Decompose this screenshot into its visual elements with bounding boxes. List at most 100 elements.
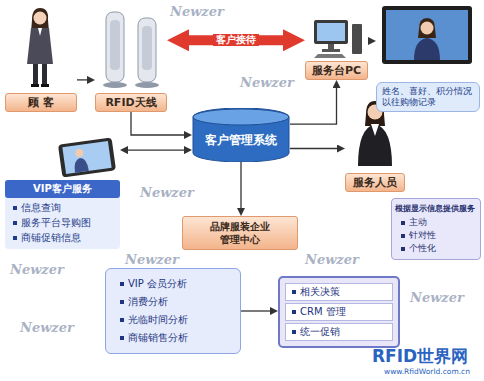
connector [77, 79, 87, 80]
stand [328, 44, 334, 49]
bullet-block: 商铺销售分析 [114, 329, 232, 347]
node-text: 品牌服装企业管理中心 [210, 221, 270, 245]
shirt [38, 28, 42, 36]
bullet-mark [401, 234, 405, 238]
node-text: RFID天线 [105, 96, 156, 109]
watermark: Newzer [410, 290, 464, 305]
ritem-block: CRM 管理 [285, 303, 393, 321]
bullet-mark [292, 330, 296, 334]
bubble-block: 姓名、喜好、积分情况以往购物记录 [376, 82, 480, 112]
bullet-block: 光临时间分析 [114, 311, 232, 329]
node-text: 商铺促销信息 [21, 230, 81, 245]
bullet-mark [292, 310, 296, 314]
bullet-mark [120, 300, 124, 304]
staff-node: 服务人员 [345, 98, 405, 192]
watermark: Newzer [170, 4, 224, 19]
connector [240, 162, 241, 208]
screen [317, 23, 345, 41]
presenter-body [414, 38, 440, 60]
antenna-inner [142, 26, 152, 70]
bullet-block: 个性化 [395, 242, 477, 255]
result-box: 相关决策 CRM 管理统一促销 [278, 276, 400, 348]
connector [290, 148, 337, 149]
head-block: 根据显示信息提供服务 [395, 203, 477, 214]
node-text: 个性化 [409, 242, 436, 255]
tower [352, 24, 362, 54]
watermark: Newzer [10, 262, 64, 277]
node-text: 服务平台导购图 [21, 215, 91, 230]
tv-screen [382, 6, 472, 64]
antenna-base [135, 82, 159, 88]
suit [358, 124, 392, 166]
ritem-block: 统一促销 [285, 323, 393, 341]
leg [42, 64, 47, 84]
logo-text: RFID世界网 [372, 346, 468, 366]
connector [131, 112, 184, 135]
node-text: 商铺销售分析 [128, 329, 188, 347]
bar-block: 服务台PC [305, 61, 368, 80]
node-text: 消费分析 [128, 293, 168, 311]
edge-label: 客户接待 [213, 34, 259, 46]
bullet-block: VIP 会员分析 [114, 275, 232, 293]
connector [290, 88, 337, 124]
cylinder-top [193, 109, 289, 125]
antenna-panel [138, 18, 156, 82]
node-text: 客户管理系统 [205, 133, 277, 147]
node-text: 姓名、喜好、积分情况以往购物记录 [382, 86, 472, 107]
head [34, 12, 47, 25]
bullet-mark [13, 221, 17, 225]
cbar-block: 品牌服装企业管理中心 [182, 216, 298, 250]
bar-block: RFID天线 [95, 93, 167, 112]
antenna-panel [106, 12, 124, 82]
node-text: VIP客户服务 [33, 183, 92, 194]
node-text: 服务人员 [353, 176, 397, 189]
bullet-block: 商铺促销信息 [5, 230, 120, 245]
antenna-node: RFID天线 [95, 5, 167, 112]
service-box: 根据显示信息提供服务主动针对性个性化 [391, 198, 481, 260]
watermark: Newzer [305, 252, 359, 267]
bar-block: 服务人员 [345, 173, 405, 192]
connector [241, 310, 270, 311]
vip-service-panel: VIP客户服务信息查询服务平台导购图商铺促销信息 [5, 136, 120, 249]
bullet-mark [13, 236, 17, 240]
customer-figure [27, 8, 53, 87]
bullet-mark [401, 247, 405, 251]
bullet-block: 消费分析 [114, 293, 232, 311]
dbt-block: 客户管理系统 [205, 133, 277, 147]
shoes [31, 84, 49, 87]
watermark: Newzer [240, 75, 294, 90]
band-block: VIP客户服务 [5, 180, 120, 198]
management-center: 品牌服装企业管理中心 [182, 216, 298, 250]
service-pc-node: 服务台PC [305, 15, 368, 80]
node-text: 信息查询 [21, 200, 61, 215]
node-text: 针对性 [409, 229, 436, 242]
tv-display [386, 10, 468, 60]
pc-icon [314, 20, 362, 58]
display-node: 姓名、喜好、积分情况以往购物记录 [376, 4, 480, 112]
tv-frame [382, 6, 472, 64]
ritem-block: 相关决策 [285, 283, 393, 301]
database-node: 客户管理系统 [192, 108, 290, 162]
bullet-mark [292, 290, 296, 294]
stand-base [322, 49, 340, 52]
bullet-block: 主动 [395, 216, 477, 229]
antenna-inner [110, 20, 120, 70]
node-text: 服务台PC [312, 64, 361, 77]
customer-node: 顾 客 [5, 5, 77, 112]
bar-block: 顾 客 [5, 93, 77, 112]
monitor [314, 20, 348, 44]
bullet-block: 针对性 [395, 229, 477, 242]
watermark: Newzer [140, 185, 194, 200]
node-text: 主动 [409, 216, 427, 229]
node-text: CRM 管理 [300, 305, 346, 319]
presenter-hair [418, 18, 436, 38]
bullet-block: 信息查询 [5, 200, 120, 215]
coat [27, 28, 53, 64]
leg [33, 64, 38, 84]
node-text: 根据显示信息提供服务 [395, 204, 475, 213]
bullet-mark [13, 206, 17, 210]
bullet-mark [120, 318, 124, 322]
watermark: Newzer [125, 252, 179, 267]
